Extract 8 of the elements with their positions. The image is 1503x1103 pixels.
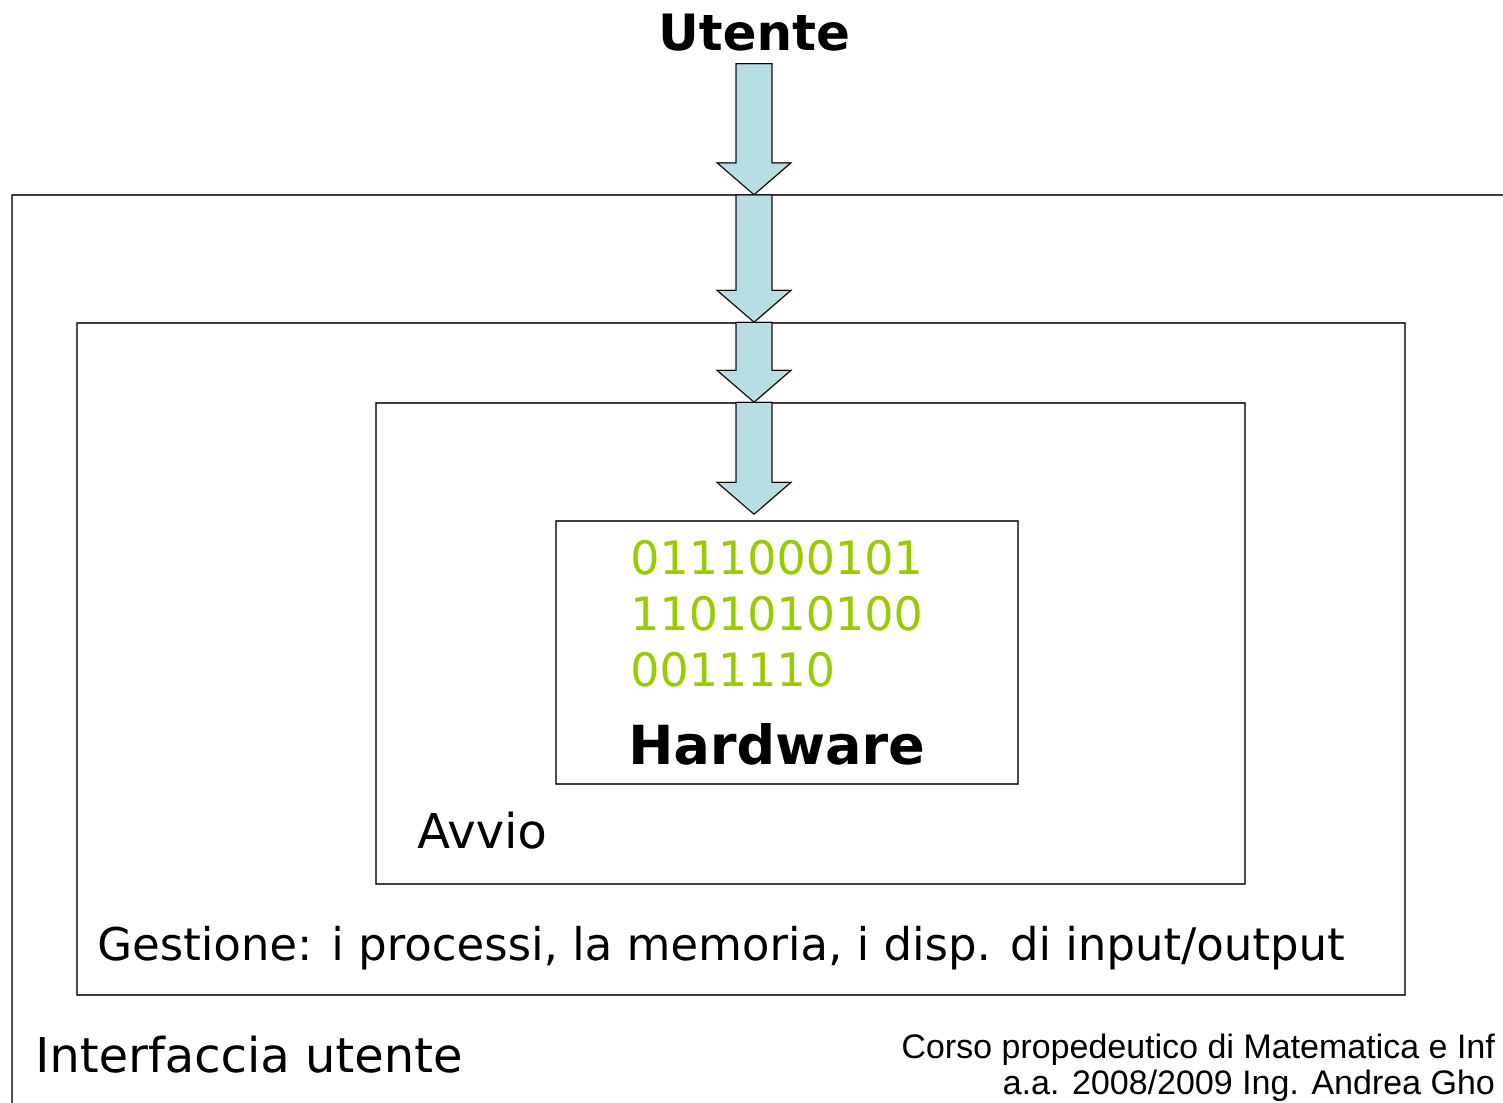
footer-text: Corso propedeutico di Matematica e Inf: [903, 1033, 1495, 1066]
block-arrow: [715, 321, 793, 404]
footer-text: a.a. 2008/2009 Ing. Andrea Gho: [1004, 1069, 1494, 1102]
block-arrow: [715, 194, 793, 324]
layer-box: 0111000101 1101010100 0011110 Hardware: [555, 520, 1019, 785]
block-arrow: [715, 401, 793, 516]
block-arrow: [715, 63, 793, 196]
title-text: Utente: [662, 13, 848, 51]
